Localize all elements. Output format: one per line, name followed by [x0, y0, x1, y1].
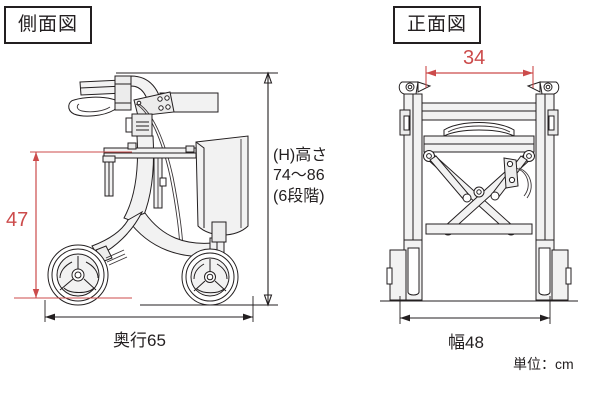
depth-dimension-label: 奥行65: [113, 331, 166, 350]
front-view-illustration: [380, 81, 578, 302]
inner-width-dimension-label: 34: [463, 47, 486, 69]
side-view-illustration: [47, 72, 278, 306]
width-dimension-label: 幅48: [448, 333, 484, 352]
unit-note-label: 単位：cm: [513, 356, 574, 372]
side-view-title: 側面図: [4, 6, 93, 44]
height-dimension-label: (H)高さ 74〜86 (6段階): [273, 147, 328, 205]
front-view-dimensions: [399, 66, 551, 324]
seat-height-dimension-label: 47: [6, 209, 29, 231]
side-view-dimensions: [14, 71, 273, 322]
front-view-title: 正面図: [393, 6, 482, 44]
